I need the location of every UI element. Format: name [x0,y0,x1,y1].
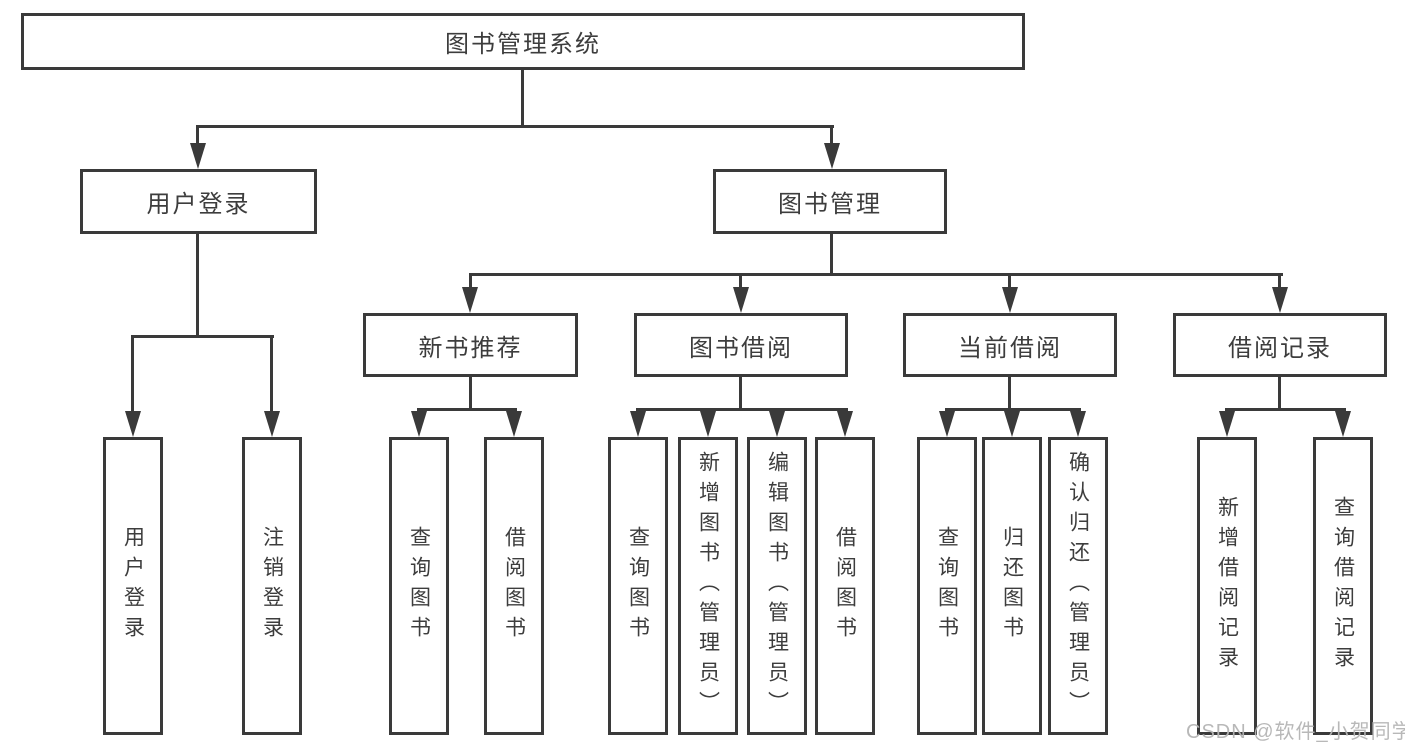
connector-line [270,335,273,413]
connector-line [131,335,274,338]
arrowhead-down-icon [769,411,785,437]
leaf-add-books-admin: 新增图书（管理员） [678,437,738,735]
node-library-management-system: 图书管理系统 [21,13,1025,70]
connector-line [739,377,742,411]
connector-line [1278,377,1281,411]
leaf-add-borrowing-record-label: 新增借阅记录 [1215,496,1239,676]
connector-line [636,408,848,411]
csdn-watermark: CSDN @软件_小贺同学 [1186,721,1405,743]
arrowhead-down-icon [837,411,853,437]
arrowhead-down-icon [939,411,955,437]
connector-line [469,273,472,291]
node-book-management-label: 图书管理 [778,191,882,218]
arrowhead-down-icon [733,287,749,313]
leaf-return-books: 归还图书 [982,437,1042,735]
node-new-book-recommendation: 新书推荐 [363,313,578,377]
node-borrowing-records: 借阅记录 [1173,313,1387,377]
arrowhead-down-icon [824,143,840,169]
leaf-user-login: 用户登录 [103,437,163,735]
leaf-query-borrowing-record-label: 查询借阅记录 [1331,496,1355,676]
leaf-query-borrowing-record: 查询借阅记录 [1313,437,1373,735]
leaf-confirm-return-admin: 确认归还（管理员） [1048,437,1108,735]
leaf-query-books-current-label: 查询图书 [935,526,959,646]
arrowhead-down-icon [1272,287,1288,313]
connector-line [1008,273,1011,291]
leaf-borrow-books-borrow: 借阅图书 [815,437,875,735]
node-new-book-recommendation-label: 新书推荐 [418,334,523,362]
leaf-borrow-books-recommend: 借阅图书 [484,437,544,735]
leaf-logout: 注销登录 [242,437,302,735]
leaf-query-books-borrow: 查询图书 [608,437,668,735]
leaf-query-books-recommend-label: 查询图书 [407,526,431,646]
connector-line [830,233,833,276]
node-current-borrowing-label: 当前借阅 [958,334,1062,362]
arrowhead-down-icon [411,411,427,437]
leaf-borrow-books-borrow-label: 借阅图书 [833,526,857,646]
arrowhead-down-icon [1335,411,1351,437]
leaf-query-books-borrow-label: 查询图书 [626,526,650,646]
connector-line [196,233,199,337]
connector-line [945,408,1081,411]
leaf-edit-books-admin-label: 编辑图书（管理员） [765,451,789,721]
connector-line [417,408,517,411]
connector-line [521,70,524,127]
connector-line [469,377,472,411]
leaf-query-books-current: 查询图书 [917,437,977,735]
leaf-add-books-admin-label: 新增图书（管理员） [696,451,720,721]
arrowhead-down-icon [1219,411,1235,437]
connector-line [739,273,742,291]
leaf-return-books-label: 归还图书 [1000,526,1024,646]
arrowhead-down-icon [462,287,478,313]
node-borrowing-records-label: 借阅记录 [1228,334,1332,362]
connector-line [830,125,833,147]
connector-line [1225,408,1346,411]
node-user-login: 用户登录 [80,169,317,234]
leaf-borrow-books-recommend-label: 借阅图书 [502,526,526,646]
leaf-query-books-recommend: 查询图书 [389,437,449,735]
arrowhead-down-icon [1002,287,1018,313]
leaf-logout-label: 注销登录 [260,526,284,646]
connector-line [131,335,134,413]
arrowhead-down-icon [506,411,522,437]
arrowhead-down-icon [1004,411,1020,437]
leaf-user-login-label: 用户登录 [121,526,145,646]
arrowhead-down-icon [700,411,716,437]
arrowhead-down-icon [630,411,646,437]
connector-line [1008,377,1011,411]
connector-line [196,125,199,147]
connector-line [1278,273,1281,291]
connector-line [469,273,1283,276]
node-book-borrowing-label: 图书借阅 [689,334,793,362]
node-book-management: 图书管理 [713,169,947,234]
arrowhead-down-icon [190,143,206,169]
arrowhead-down-icon [1070,411,1086,437]
leaf-confirm-return-admin-label: 确认归还（管理员） [1066,451,1090,721]
arrowhead-down-icon [264,411,280,437]
node-current-borrowing: 当前借阅 [903,313,1117,377]
connector-line [197,125,834,128]
leaf-add-borrowing-record: 新增借阅记录 [1197,437,1257,735]
leaf-edit-books-admin: 编辑图书（管理员） [747,437,807,735]
arrowhead-down-icon [125,411,141,437]
node-book-borrowing: 图书借阅 [634,313,848,377]
node-user-login-label: 用户登录 [146,191,251,218]
node-library-management-system-label: 图书管理系统 [445,31,601,58]
